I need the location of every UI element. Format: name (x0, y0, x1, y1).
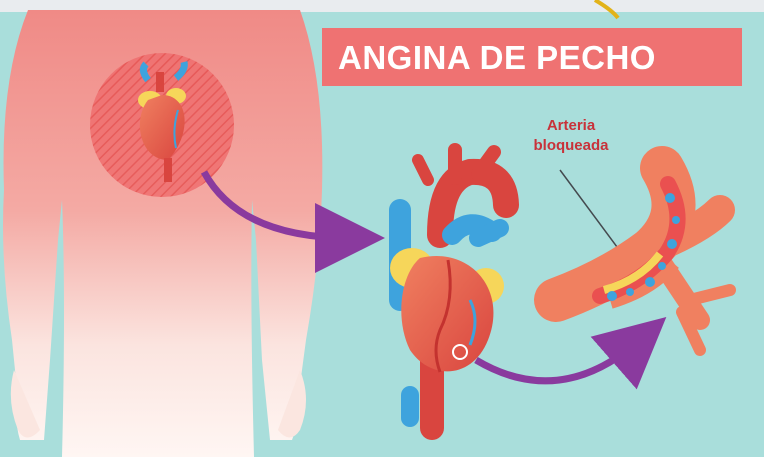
arrow-to-heart (200, 170, 385, 273)
blocked-artery-icon (534, 146, 736, 356)
arrow-to-artery (474, 316, 667, 390)
human-torso (3, 10, 323, 457)
title-banner (322, 28, 742, 86)
annotation-line-2: bloqueada (533, 137, 609, 154)
large-heart-icon (389, 143, 519, 440)
top-strip (0, 0, 764, 12)
yellow-corner-mark (593, 0, 620, 20)
small-heart-icon (138, 61, 188, 182)
page-title: ANGINA DE PECHO (338, 39, 656, 76)
annotation-line-1: Arteria (546, 117, 596, 134)
artery-annotation: Arteria bloqueada (508, 116, 634, 156)
